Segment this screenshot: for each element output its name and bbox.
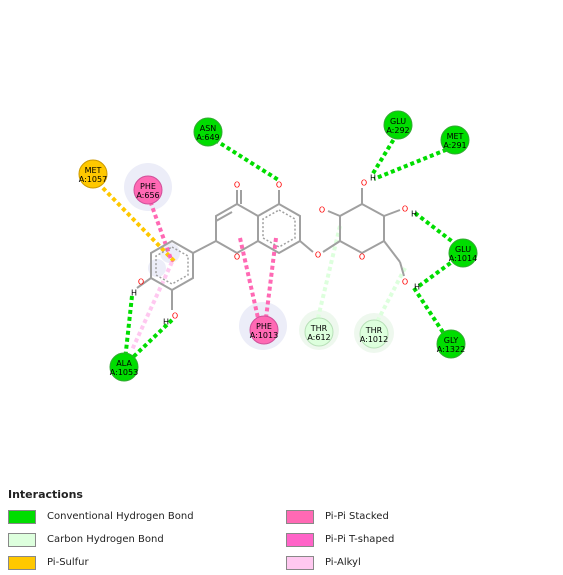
oxygen-atom: O (359, 253, 365, 262)
legend-title: Interactions (8, 488, 83, 501)
residue-name: PHE (140, 182, 156, 191)
oxygen-atom: O (172, 312, 178, 321)
residue-name: THR (310, 324, 328, 333)
pi-sulfur-met1057 (96, 181, 177, 264)
oxygen-atom: O (319, 206, 325, 215)
legend-label: Pi-Alkyl (325, 557, 361, 568)
residue-chain-id: A:291 (443, 141, 466, 150)
oxygen-atom: O (402, 205, 408, 214)
residue-chain-id: A:1013 (250, 331, 278, 340)
residue-name: MET (447, 132, 464, 141)
residue-name: ALA (116, 359, 132, 368)
legend-label: Carbon Hydrogen Bond (47, 534, 164, 545)
oxygen-atom: O (402, 278, 408, 287)
legend-swatch (8, 533, 36, 547)
legend: Interactions Conventional Hydrogen Bond … (8, 488, 558, 575)
residue-name: PHE (256, 322, 272, 331)
residue-chain-id: A:649 (196, 133, 219, 142)
residue-chain-id: A:1053 (110, 368, 138, 377)
pipi-phe656 (146, 194, 174, 263)
residue-circle (78, 159, 108, 189)
legend-swatch (8, 556, 36, 570)
residue-chain-id: A:612 (307, 333, 330, 342)
residue-chain-id: A:1057 (79, 175, 107, 184)
pialkyl-ala1053 (130, 261, 174, 351)
residue-chain-id: A:292 (386, 126, 409, 135)
oxygen-atom: O (361, 179, 367, 188)
residue-chain-id: A:1322 (437, 345, 465, 354)
hbond-met291 (373, 145, 454, 181)
legend-label: Pi-Pi Stacked (325, 511, 389, 522)
ring-a-inner (262, 209, 296, 248)
legend-swatch (286, 533, 314, 547)
ring-atom-halo (160, 243, 180, 263)
bond-bc (192, 240, 217, 254)
hbond-ala1053-b (128, 318, 174, 362)
hydrogen-atom: H (131, 289, 137, 298)
oxygen-atom: O (234, 181, 240, 190)
hydrogen-atom: H (370, 174, 376, 183)
residue-name: GLU (390, 117, 406, 126)
oxygen-atom: O (276, 181, 282, 190)
residue-chain-id: A:1014 (449, 254, 477, 263)
legend-label: Pi-Sulfur (47, 557, 89, 568)
chbond-thr1012 (375, 267, 407, 323)
residue-circle (448, 238, 478, 268)
residue-name: MET (85, 166, 102, 175)
residue-circle (304, 317, 334, 347)
hydrogen-atom: H (163, 318, 169, 327)
residue-circle (440, 125, 470, 155)
oxygen-atom: O (234, 253, 240, 262)
residue-chain-id: A:1012 (360, 335, 388, 344)
hydrogen-atom: H (411, 210, 417, 219)
hydrogen-atom: H (414, 283, 420, 292)
residue-circle (133, 175, 163, 205)
residue-name: ASN (200, 124, 217, 133)
residue-circle (193, 117, 223, 147)
hbond-asn649 (213, 138, 282, 183)
residue-chain-id: A:656 (136, 191, 159, 200)
sugar-ring (339, 202, 385, 255)
oxygen-atom: O (138, 278, 144, 287)
legend-label: Conventional Hydrogen Bond (47, 511, 194, 522)
hbond-glu292 (370, 132, 399, 177)
residue-name: GLU (455, 245, 471, 254)
residue-name: GLY (444, 336, 459, 345)
residue-circle (383, 110, 413, 140)
oxygen-atom: O (315, 251, 321, 260)
atom-labels: O O O O O O O H O H O H H O O H (131, 174, 420, 327)
ring-a (257, 202, 301, 255)
ring-atom-halo (148, 259, 166, 277)
legend-swatch (286, 510, 314, 524)
residue-circle (359, 319, 389, 349)
residue-name: THR (365, 326, 383, 335)
hbond-ala1053-a (123, 295, 134, 361)
chbond-thr612 (316, 225, 342, 319)
ring-c (215, 202, 259, 255)
legend-swatch (8, 510, 36, 524)
ligand (136, 188, 405, 310)
residue-circle (109, 352, 139, 382)
ring-b-inner (155, 246, 189, 285)
legend-label: Pi-Pi T-shaped (325, 534, 395, 545)
residue-circle (436, 329, 466, 359)
ring-c-double (215, 211, 233, 222)
legend-swatch (286, 556, 314, 570)
hbond-gly1322 (412, 286, 450, 342)
interaction-diagram: O O O O O O O H O H O H H O O H ASNA:649… (78, 110, 478, 382)
residue-circle (249, 315, 279, 345)
